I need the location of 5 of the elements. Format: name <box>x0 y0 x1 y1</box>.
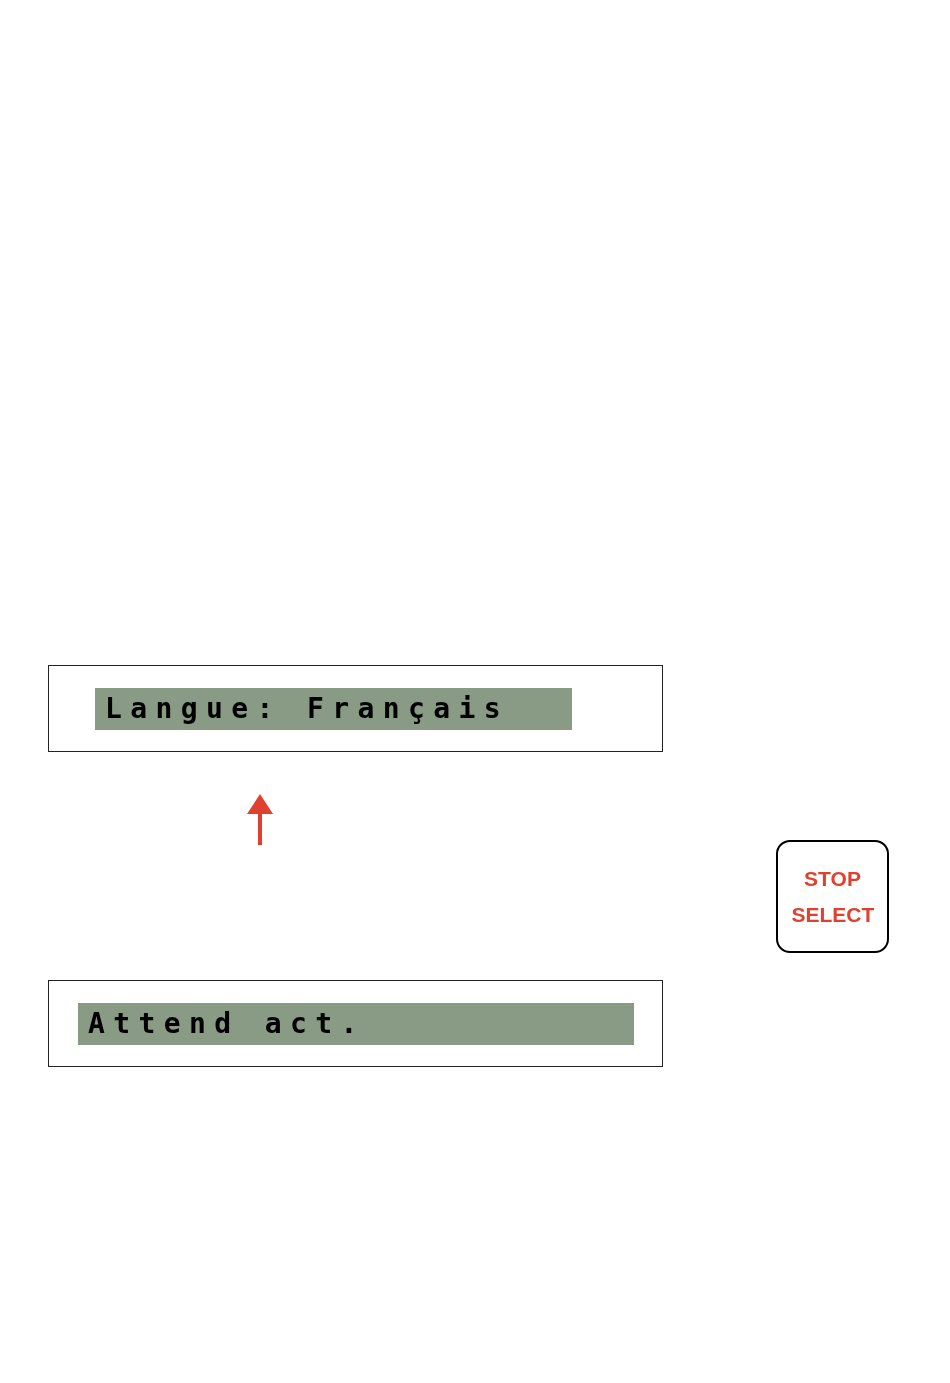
lcd-screen: Attend act. <box>78 1003 634 1045</box>
display-panel <box>48 980 663 1067</box>
display-panel <box>48 665 663 752</box>
stop-select-key: STOP SELECT <box>776 840 889 953</box>
lcd-screen: Langue: Français <box>95 688 572 730</box>
